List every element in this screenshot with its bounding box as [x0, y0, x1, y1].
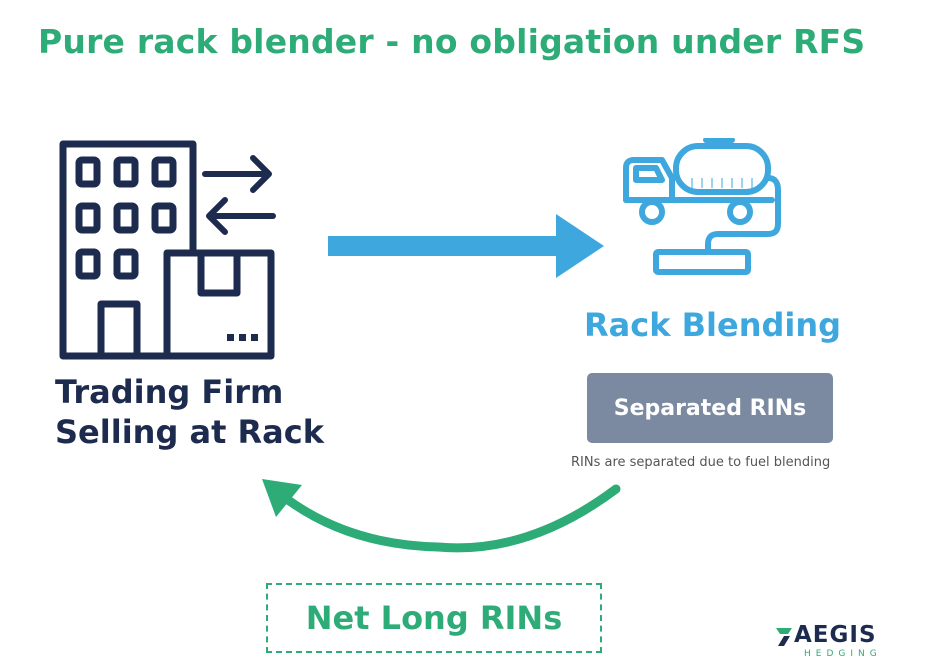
- separated-rins-badge: Separated RINs: [587, 373, 833, 443]
- net-long-rins-box: Net Long RINs: [266, 583, 602, 653]
- rack-blending-title: Rack Blending: [584, 306, 842, 344]
- aegis-logo-subtitle: HEDGING: [804, 649, 882, 659]
- aegis-logo: AEGIS HEDGING: [774, 622, 884, 662]
- separated-rins-caption: RINs are separated due to fuel blending: [571, 455, 831, 470]
- aegis-logo-name: AEGIS: [794, 622, 877, 648]
- aegis-logo-mark-icon: [776, 628, 792, 646]
- flow-arrow-right: [328, 214, 604, 278]
- trading-firm-icon: [59, 140, 276, 360]
- tanker-truck-icon: [623, 138, 781, 275]
- trading-firm-line2: Selling at Rack: [55, 413, 324, 451]
- return-arrow-curved: [262, 479, 621, 553]
- page-title: Pure rack blender - no obligation under …: [38, 22, 866, 61]
- trading-firm-label: Trading Firm Selling at Rack: [55, 372, 324, 452]
- trading-firm-line1: Trading Firm: [55, 373, 284, 411]
